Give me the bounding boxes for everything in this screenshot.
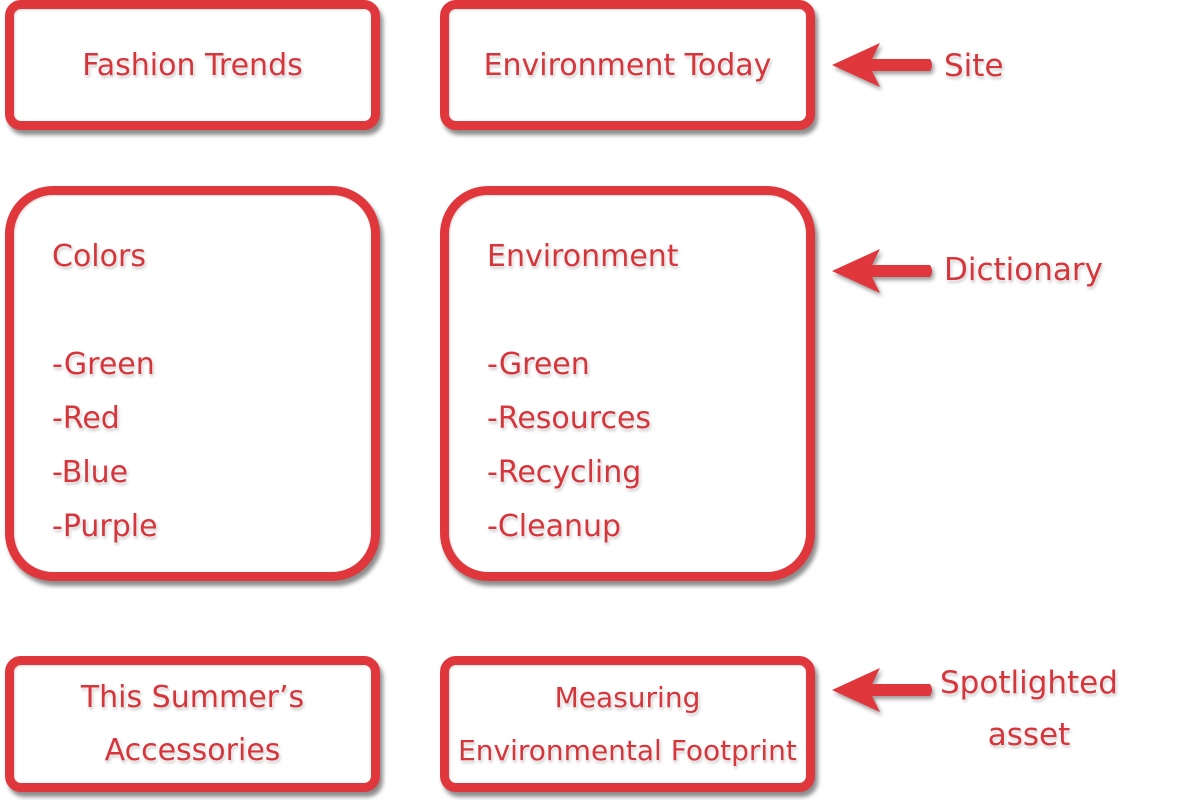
- asset-title-line: Environmental Footprint: [458, 734, 797, 767]
- dictionary-title: Colors: [52, 239, 146, 274]
- annotation-site-label: Site: [944, 48, 1004, 84]
- annotation-dictionary-label: Dictionary: [944, 252, 1103, 288]
- site-title: Environment Today: [483, 47, 772, 83]
- site-box-fashion-trends: Fashion Trends: [5, 0, 380, 130]
- asset-title-line: Measuring: [554, 681, 701, 714]
- asset-box-summer-accessories: This Summer’s Accessories: [5, 656, 380, 792]
- dictionary-term-list: -Green -Resources -Recycling -Cleanup: [487, 347, 806, 563]
- annotation-line: Spotlighted: [940, 665, 1118, 701]
- dictionary-term-list: -Green -Red -Blue -Purple: [52, 347, 371, 563]
- dictionary-term: -Purple: [52, 509, 158, 544]
- dictionary-box-colors: Colors -Green -Red -Blue -Purple: [5, 186, 380, 581]
- annotation-line: asset: [987, 717, 1071, 753]
- dictionary-title: Environment: [487, 239, 679, 274]
- dictionary-term: -Green: [52, 347, 155, 382]
- dictionary-term: -Cleanup: [487, 509, 622, 544]
- dictionary-box-environment: Environment -Green -Resources -Recycling…: [440, 186, 815, 581]
- annotation-spotlighted-asset-label: Spotlighted asset: [940, 657, 1118, 761]
- asset-title-line: Accessories: [104, 733, 281, 768]
- dictionary-term: -Red: [52, 401, 120, 436]
- left-arrow-icon: [832, 43, 932, 87]
- dictionary-term: -Green: [487, 347, 590, 382]
- site-box-environment-today: Environment Today: [440, 0, 815, 130]
- dictionary-term: -Blue: [52, 455, 129, 490]
- dictionary-term: -Resources: [487, 401, 652, 436]
- left-arrow-icon: [832, 668, 932, 712]
- site-title: Fashion Trends: [82, 47, 303, 83]
- left-arrow-icon: [832, 249, 932, 293]
- dictionary-term: -Recycling: [487, 455, 642, 490]
- asset-box-environmental-footprint: Measuring Environmental Footprint: [440, 656, 815, 792]
- asset-title-line: This Summer’s: [80, 680, 305, 715]
